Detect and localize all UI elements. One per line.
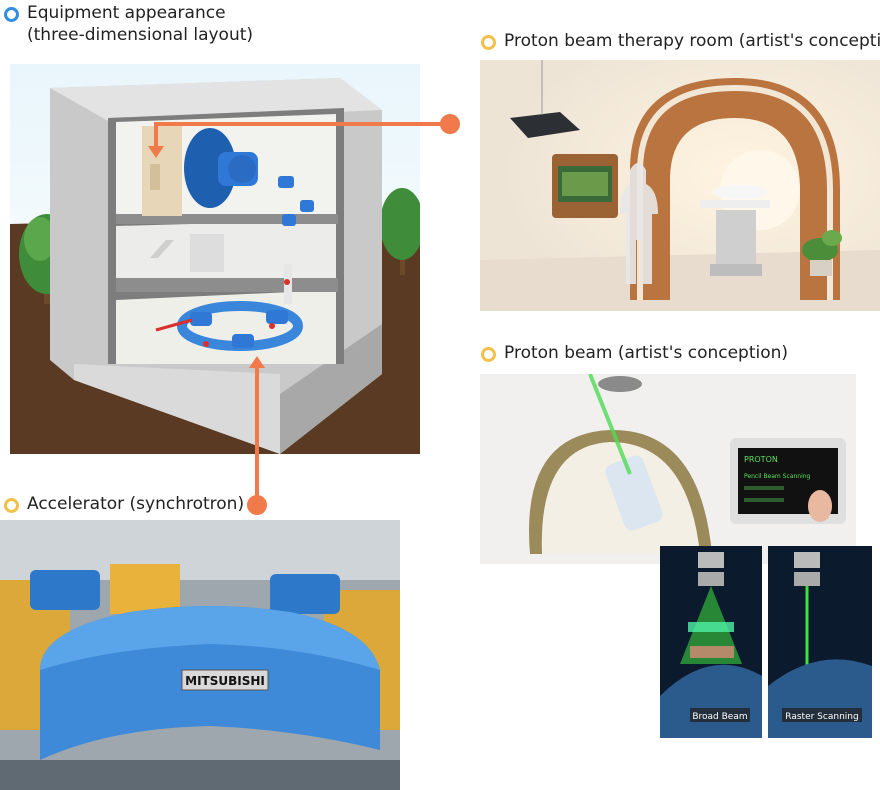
patient-couch-icon [700, 185, 770, 276]
synchrotron-ring-icon [155, 301, 303, 351]
broad-beam-label: Broad Beam [692, 712, 747, 722]
bullet-icon [4, 7, 19, 22]
proton-beam-caption: Proton beam (artist's conception) [481, 342, 788, 364]
screen-option: Pencil Beam Scanning [744, 473, 811, 480]
connector-endpoint-icon [247, 495, 267, 515]
gantry-icon [184, 128, 258, 208]
beam-icon [588, 374, 632, 475]
ceiling-panel-icon [510, 112, 580, 138]
bullet-icon [4, 498, 19, 513]
therapy-room-caption: Proton beam therapy room (artist's conce… [481, 30, 880, 52]
person-silhouette-icon [620, 163, 658, 284]
bullet-icon [481, 347, 496, 362]
proton-beam-caption-text: Proton beam (artist's conception) [504, 343, 789, 363]
screen-title: PROTON [744, 455, 778, 464]
bullet-icon [481, 35, 496, 50]
therapy-room-caption-text: Proton beam therapy room (artist's conce… [504, 31, 880, 51]
accelerator-photo: MITSUBISHI [0, 520, 400, 790]
equipment-caption-line1: Equipment appearance [27, 3, 226, 23]
raster-scanning-label: Raster Scanning [785, 712, 858, 722]
tablet-screen: PROTON Pencil Beam Scanning [730, 438, 846, 524]
connector-therapy-room [154, 122, 450, 148]
mitsubishi-label: MITSUBISHI [185, 674, 265, 688]
equipment-layout-illustration [10, 64, 420, 454]
proton-beam-illustration: PROTON Pencil Beam Scanning [480, 374, 856, 564]
arrow-up-icon [249, 356, 265, 368]
hand-icon [808, 490, 832, 522]
beam-line-icon [278, 176, 314, 304]
arrow-down-icon [148, 146, 164, 158]
equipment-caption-line2: (three-dimensional layout) [27, 25, 254, 45]
wall-monitor-icon [552, 154, 618, 218]
dipole-magnet-icon: MITSUBISHI [40, 606, 380, 760]
connector-endpoint-icon [440, 114, 460, 134]
equipment-caption: Equipment appearance (three-dimensional … [4, 2, 253, 46]
accelerator-caption-text: Accelerator (synchrotron) [27, 494, 245, 514]
broad-beam-panel: Broad Beam [660, 546, 762, 738]
raster-scanning-panel: Raster Scanning [768, 546, 872, 738]
therapy-room-illustration [480, 60, 880, 311]
plant-icon [802, 230, 842, 276]
tree-icon [380, 188, 420, 275]
accelerator-caption: Accelerator (synchrotron) [4, 493, 244, 515]
